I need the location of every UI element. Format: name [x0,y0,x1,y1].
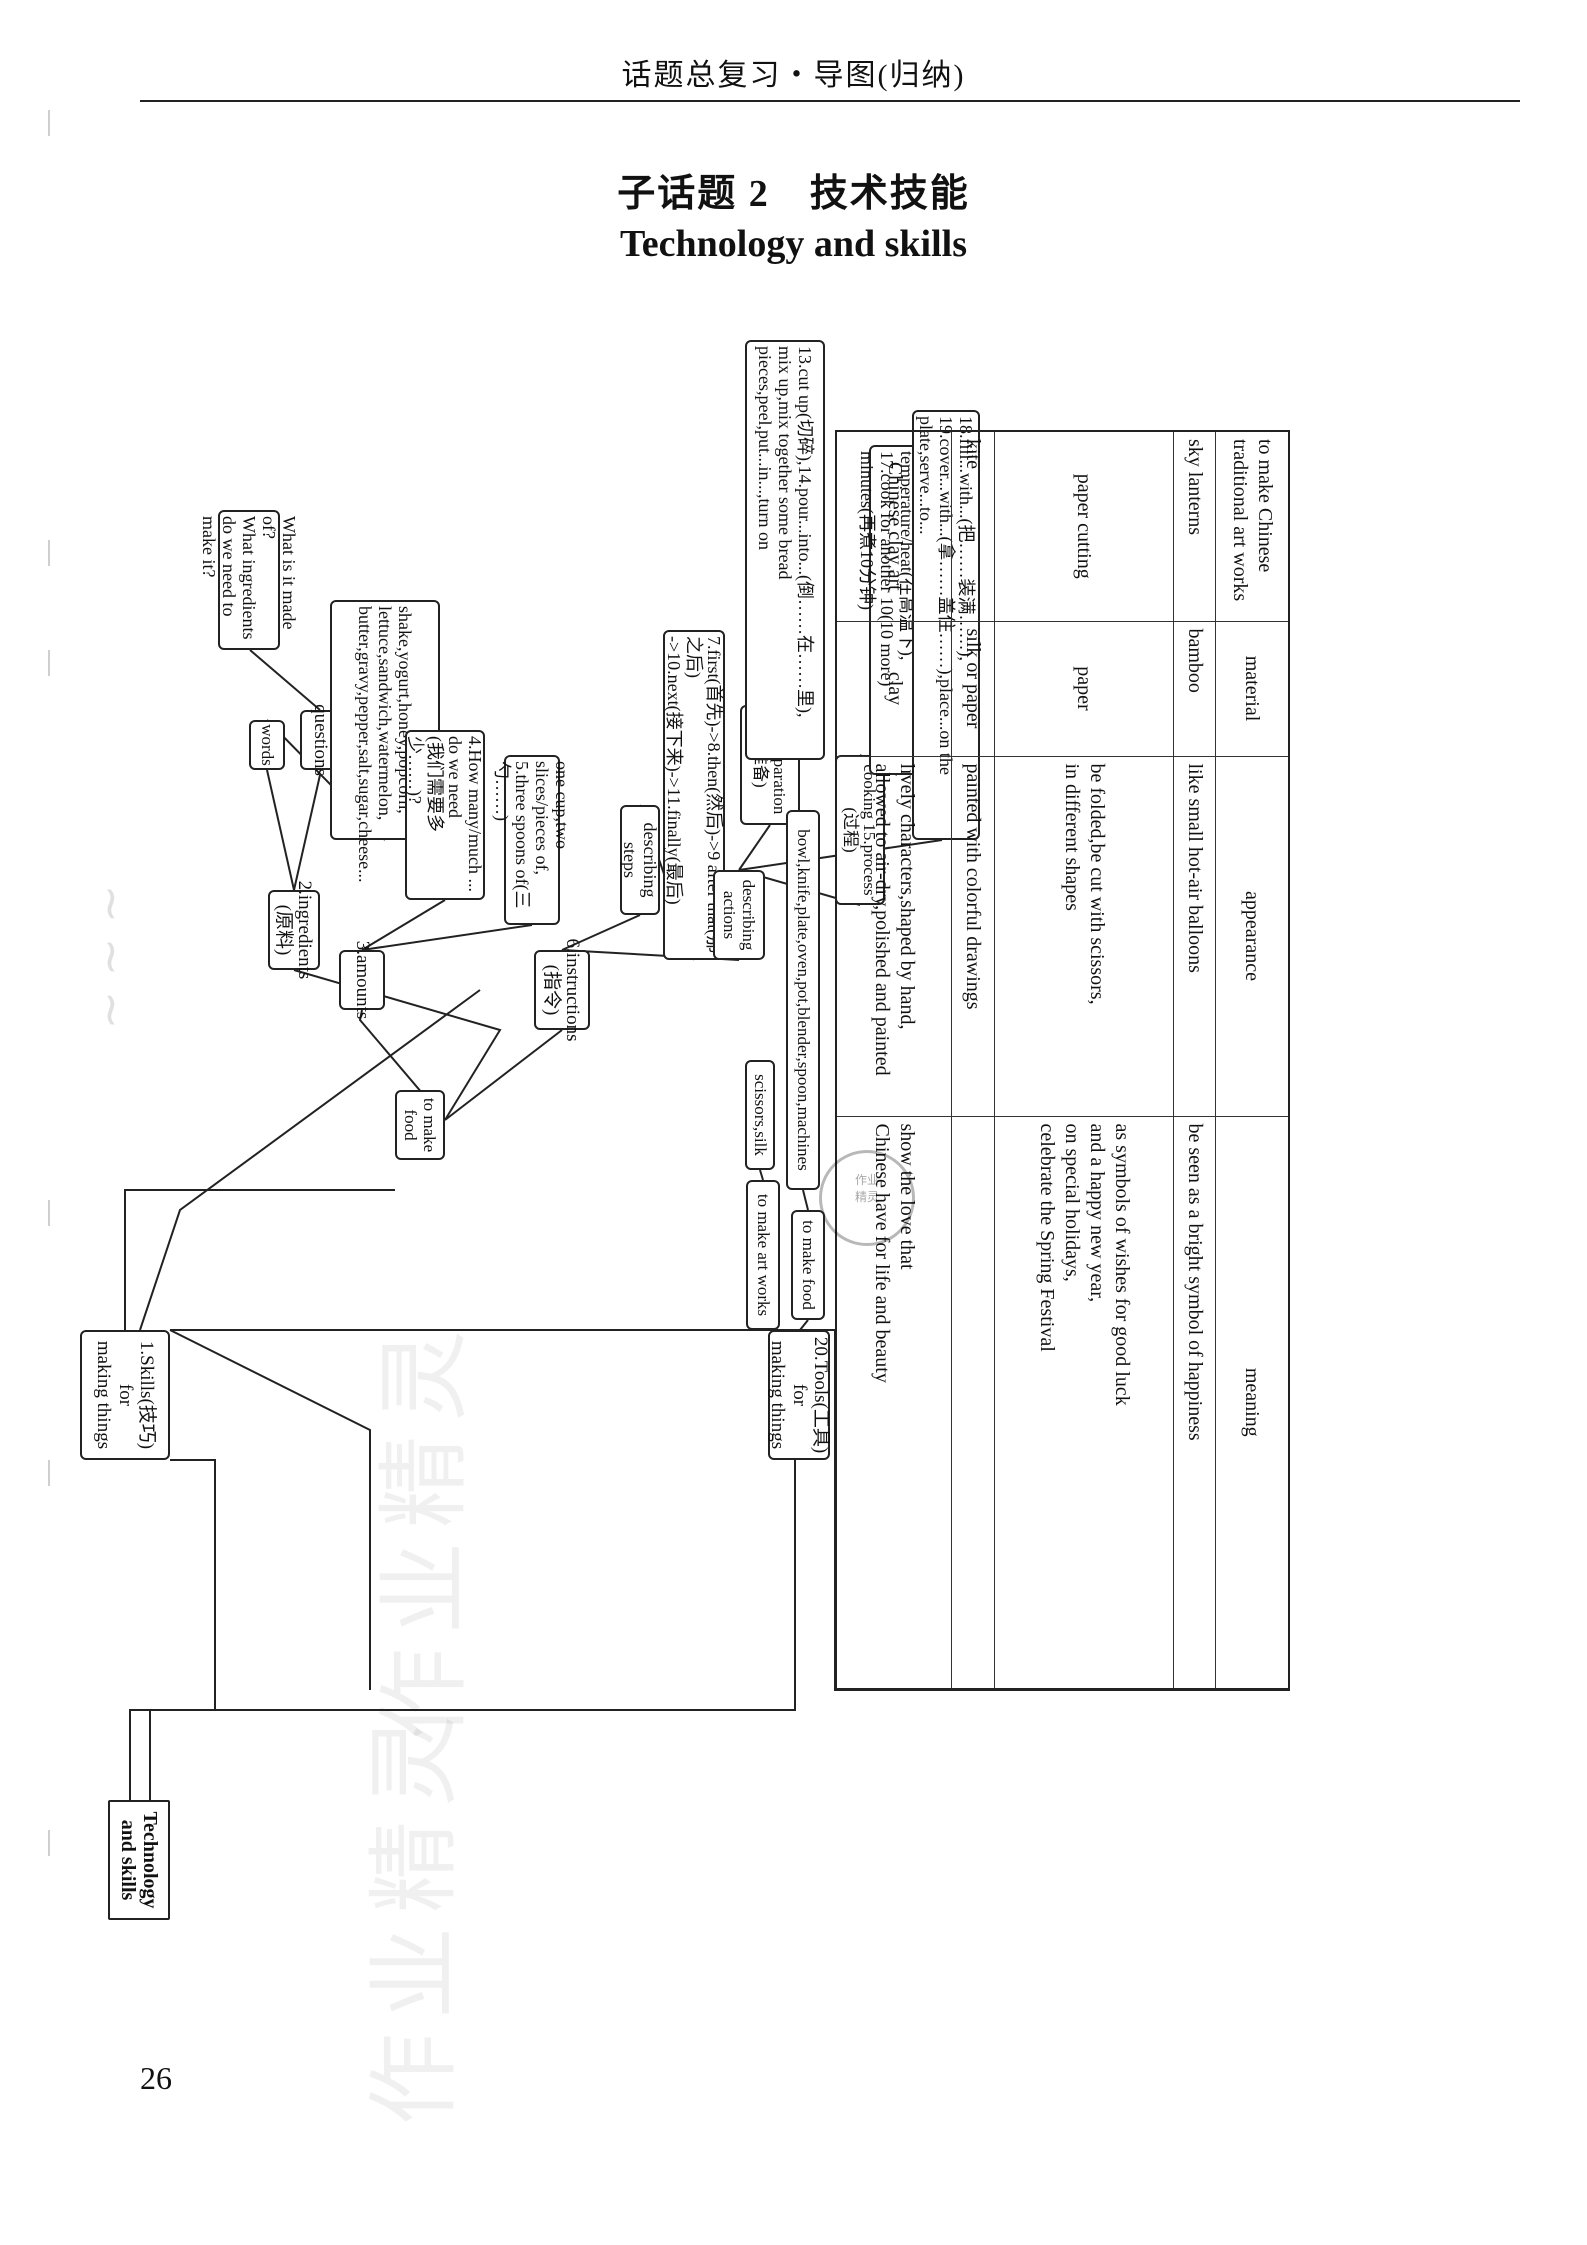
scan-mark [48,1460,50,1486]
table-cell-appearance: be folded,be cut with scissors,in differ… [994,756,1174,1116]
table-row: sky lanterns bamboo like small hot-air b… [1173,431,1216,1689]
describing-steps-node: describing steps [620,805,660,915]
header-rule [140,100,1520,102]
table-cell-appearance: lively characters,shaped by hand,allowed… [836,756,952,1116]
page-number: 26 [140,2060,172,2096]
amounts-question-items: 4.How many/much ... do we need(我们需要多少……)… [405,730,485,900]
running-header: 话题总复习・导图(归纳) [621,59,966,92]
table-cell-meaning-empty [951,1116,995,1689]
tools-food-node: to make food [791,1210,825,1320]
page-title-chinese: 子话题 2 技术技能 [617,173,970,215]
table-cell-meaning: be seen as a bright symbol of happiness [1173,1116,1216,1689]
table-cell-material: silk or paper [951,621,995,756]
table-cell-material: paper [994,621,1174,756]
tools-art-node: to make art works [746,1180,780,1330]
preparation-items: 13.cut up(切碎),14.pour...into...(倒……在……里)… [745,340,825,760]
table-row: kite silk or paper painted with colorful… [951,431,995,1689]
scan-mark [48,1830,50,1856]
table-header: material [1215,621,1289,756]
table-cell-material: clay [836,621,952,756]
table-row: Chinese clay art clay lively characters,… [836,431,952,1689]
table-cell-appearance: like small hot-air balloons [1173,756,1216,1116]
table-row: paper cutting paper be folded,be cut wit… [994,431,1174,1689]
scan-mark [48,110,50,136]
amounts-node: 3.amounts [339,941,385,1019]
to-make-food-node: to make food [395,1090,445,1160]
page-title-english: Technology and skills [619,223,968,265]
amounts-example-items: one cup,two slices/pieces of,5.three spo… [492,755,572,925]
tools-food-items: bowl,knife,plate,oven,pot,blender,spoon,… [786,810,820,1190]
table-header: appearance [1215,756,1289,1116]
stamp-mark: 作业精灵 [819,1150,915,1246]
table-cell-work: paper cutting [994,431,1174,621]
ingredients-node: 2.ingredients(原料) [268,881,320,979]
questions-items: What is it made of?What ingredients do w… [199,510,299,650]
table-cell-work: kite [951,431,995,621]
instructions-node: 6.instructions(指令) [534,939,590,1041]
table-header: meaning [1215,1116,1289,1689]
scan-mark [48,1200,50,1226]
table-cell-material: bamboo [1173,621,1216,756]
table-cell-appearance: painted with colorful drawings [951,756,995,1116]
scan-mark [48,650,50,676]
tools-art-items: scissors,silk [745,1060,775,1170]
words-node: words [249,720,285,770]
table-cell-work: sky lanterns [1173,431,1216,621]
table-cell-work: Chinese clay art [836,431,952,621]
scan-mark [48,540,50,566]
